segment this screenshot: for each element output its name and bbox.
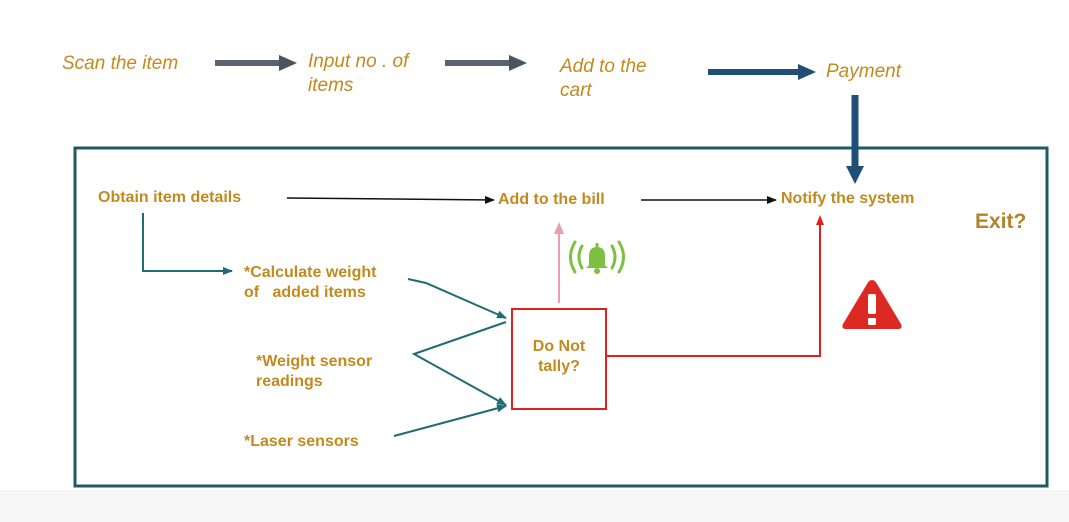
- decision-label: Do Not tally?: [532, 338, 586, 375]
- arrow-decision-to-notify: [606, 215, 824, 357]
- warning-icon: [842, 280, 902, 329]
- decision-box: [511, 308, 607, 410]
- step-payment: Payment: [826, 61, 901, 82]
- arrow-obtain-to-bill: [286, 195, 495, 204]
- flow-arrow-2: [445, 55, 527, 71]
- node-obtain-details: Obtain item details: [98, 189, 242, 206]
- node-add-bill: Add to the bill: [498, 191, 605, 208]
- system-frame: [73, 146, 1049, 488]
- arrow-calc-to-decision: [407, 278, 507, 319]
- arrow-obtain-to-calc: [142, 213, 233, 275]
- node-laser-sensors: *Laser sensors: [244, 433, 359, 450]
- node-notify-system: Notify the system: [781, 190, 915, 207]
- step-add-cart: Add to the cart: [560, 56, 647, 101]
- node-weight-sensor: *Weight sensor readings: [256, 353, 373, 390]
- footer-band: [0, 490, 1069, 522]
- step-scan: Scan the item: [62, 53, 179, 74]
- flow-arrow-1: [215, 55, 297, 71]
- label-exit: Exit?: [975, 210, 1027, 233]
- alarm-bell-icon: [569, 240, 625, 274]
- node-calc-weight: *Calculate weight of added items: [244, 264, 377, 301]
- step-input-quantity: Input no . of items: [308, 51, 409, 96]
- flow-arrow-payment-down: [846, 95, 864, 184]
- arrow-sensor-to-decision: [411, 321, 507, 406]
- flow-arrow-3: [708, 64, 816, 80]
- arrow-laser-to-decision: [393, 404, 507, 437]
